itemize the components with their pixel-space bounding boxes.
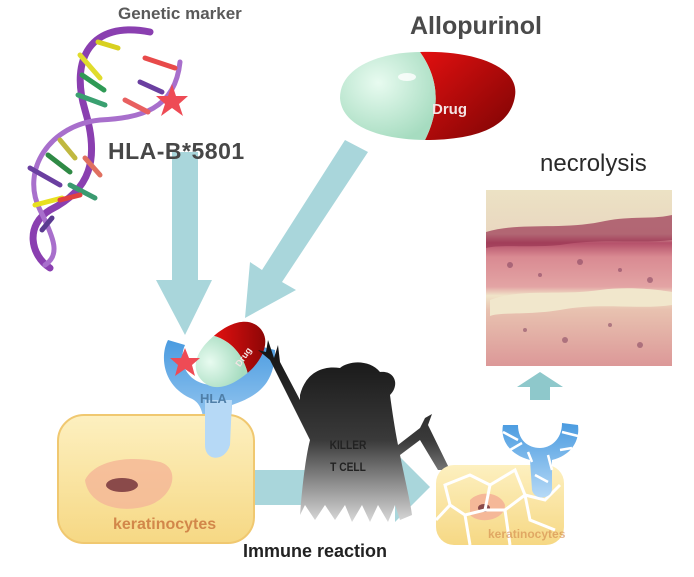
arrow-drug-to-hla	[245, 140, 368, 318]
necrolysis-label: necrolysis	[540, 150, 647, 177]
histology-necrolysis-image	[486, 190, 672, 366]
killer-t-cell-label-line2: T CELL	[330, 460, 366, 474]
capsule-drug-label: Drug	[432, 101, 467, 118]
hla-receptor-icon	[163, 340, 275, 458]
damaged-keratinocytes-label: keratinocytes	[488, 527, 566, 541]
hla-marker-star-icon	[170, 348, 200, 376]
nucleus-icon	[106, 478, 138, 492]
genetic-marker-label: Genetic marker	[118, 4, 242, 23]
hla-label: HLA	[200, 391, 227, 406]
keratinocyte-cell	[57, 414, 255, 544]
killer-t-cell-label: KILLER T CELL	[323, 434, 374, 478]
hla-b-allele-label: HLA-B*5801	[108, 138, 245, 164]
immune-reaction-label: Immune reaction	[243, 541, 388, 561]
keratinocytes-label: keratinocytes	[113, 516, 217, 533]
dna-helix-icon	[27, 26, 188, 272]
hla-stem	[205, 400, 232, 458]
arrow-marker-to-hla	[156, 152, 212, 335]
drug-bound-capsule-icon	[195, 321, 266, 387]
arrow-to-necrolysis	[517, 372, 563, 400]
drug-name-label: Allopurinol	[410, 12, 542, 40]
killer-t-cell-icon	[258, 340, 450, 522]
allopurinol-capsule-icon	[340, 51, 516, 140]
fragmented-hla-icon	[502, 423, 579, 498]
genetic-marker-star-icon	[156, 84, 188, 116]
killer-t-cell-label-line1: KILLER	[329, 438, 367, 452]
